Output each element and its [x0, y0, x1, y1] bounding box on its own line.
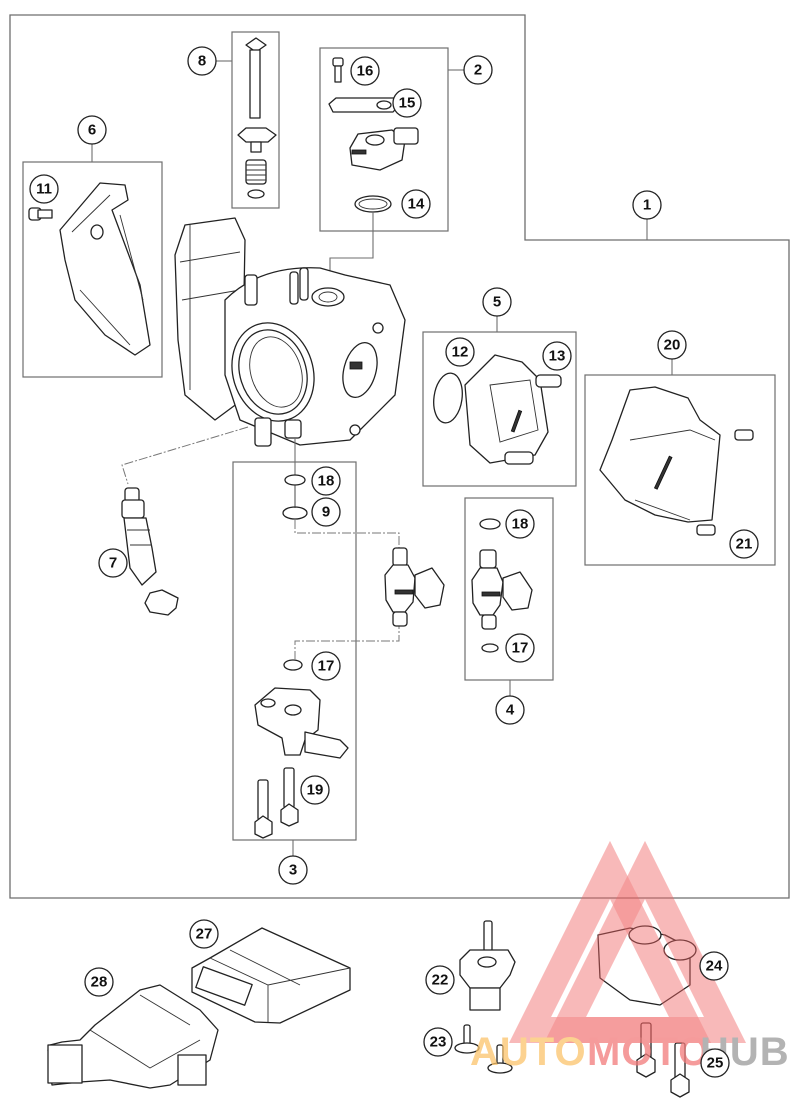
leader-7-connector [121, 426, 249, 485]
svg-text:28: 28 [91, 974, 108, 991]
callout-7: 7 [98, 548, 128, 578]
svg-text:16: 16 [357, 63, 374, 80]
callout-11: 11 [29, 174, 59, 204]
svg-text:12: 12 [452, 344, 469, 361]
svg-text:18: 18 [318, 473, 335, 490]
fuel-rail-parts [254, 474, 349, 839]
svg-text:25: 25 [707, 1055, 724, 1072]
screws-23-part [454, 1024, 513, 1074]
callout-3: 3 [278, 855, 308, 885]
bolts-25-part [636, 1022, 690, 1098]
svg-text:9: 9 [322, 504, 330, 521]
callout-25: 25 [700, 1048, 730, 1078]
tps-parts [328, 57, 419, 213]
callout-22: 22 [425, 965, 455, 995]
watermark-text-auto: AUTO [470, 1030, 587, 1074]
callout-16: 16 [350, 56, 380, 86]
callout-27: 27 [189, 919, 219, 949]
svg-text:27: 27 [196, 926, 213, 943]
callout-19: 19 [300, 775, 330, 805]
callout-24: 24 [699, 951, 729, 981]
svg-text:2: 2 [474, 62, 482, 79]
box-tps-kit [319, 47, 449, 232]
callout-5: 5 [482, 287, 512, 317]
svg-text:11: 11 [36, 181, 52, 198]
bracket-part [28, 182, 151, 356]
svg-text:21: 21 [736, 536, 753, 553]
svg-text:22: 22 [432, 972, 449, 989]
watermark-triangle-left [508, 840, 712, 1043]
svg-text:24: 24 [706, 958, 723, 975]
control-module-part [47, 984, 219, 1089]
callout-2: 2 [463, 55, 493, 85]
callout-17-fuel-rail: 17 [311, 651, 341, 681]
callout-4: 4 [495, 695, 525, 725]
svg-text:4: 4 [506, 702, 515, 719]
svg-text:8: 8 [198, 53, 206, 70]
box-fuel-rail-kit [232, 461, 357, 841]
tilt-sensor-part [597, 925, 697, 1006]
assembly-frame [9, 14, 790, 899]
injector-part [384, 547, 445, 627]
svg-text:6: 6 [88, 122, 96, 139]
injector-connector-bottom [294, 625, 400, 660]
svg-text:15: 15 [399, 95, 416, 112]
watermark-text-moto: MOTO [587, 1030, 710, 1074]
callout-9: 9 [311, 497, 341, 527]
pressure-sensor-parts [433, 354, 562, 465]
callout-6: 6 [77, 115, 107, 145]
svg-text:23: 23 [430, 1034, 447, 1051]
svg-text:13: 13 [549, 348, 566, 365]
svg-text:3: 3 [289, 862, 297, 879]
box-idle-screw-kit [231, 31, 280, 209]
svg-text:17: 17 [512, 640, 529, 657]
sensor-22-part [459, 920, 516, 1011]
watermark: AUTO MOTO HUB [470, 840, 789, 1074]
callout-12: 12 [445, 337, 475, 367]
svg-text:14: 14 [408, 196, 425, 213]
svg-text:17: 17 [318, 658, 335, 675]
sensor-cover-part [599, 386, 754, 536]
callout-18-injector-kit: 18 [505, 509, 535, 539]
callout-28: 28 [84, 967, 114, 997]
svg-text:19: 19 [307, 782, 324, 799]
idle-screw-part [237, 37, 277, 199]
callout-1: 1 [632, 190, 662, 220]
throttle-body-part [174, 217, 406, 447]
box-sensor-cover [584, 374, 776, 566]
idle-valve-part [121, 487, 179, 616]
svg-text:1: 1 [643, 197, 651, 214]
svg-text:18: 18 [512, 516, 529, 533]
svg-text:20: 20 [664, 337, 681, 354]
svg-text:7: 7 [109, 555, 117, 572]
ecu-part [191, 927, 351, 1024]
box-injector-kit [464, 497, 554, 681]
callout-15: 15 [392, 88, 422, 118]
callout-23: 23 [423, 1027, 453, 1057]
callout-8: 8 [187, 46, 217, 76]
callout-20: 20 [657, 330, 687, 360]
callout-21: 21 [729, 529, 759, 559]
svg-text:5: 5 [493, 294, 501, 311]
callout-18-fuel-rail: 18 [311, 466, 341, 496]
injector-connector-top [294, 520, 400, 548]
callout-14: 14 [401, 189, 431, 219]
injector-kit-parts [471, 518, 533, 653]
callout-17-injector-kit: 17 [505, 633, 535, 663]
callout-13: 13 [542, 341, 572, 371]
box-pressure-sensor-kit [422, 331, 577, 487]
watermark-triangle-right [543, 840, 747, 1043]
